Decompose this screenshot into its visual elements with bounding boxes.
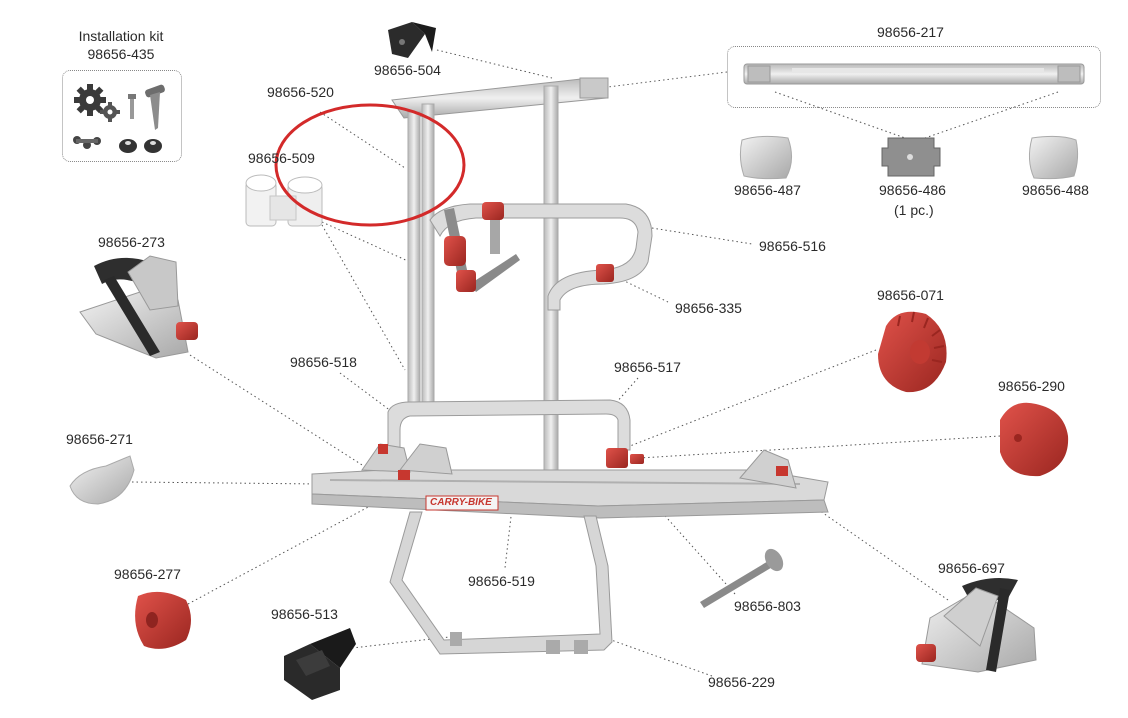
label-98656-486-note: (1 pc.) <box>894 202 934 218</box>
part-486-plate <box>881 137 941 177</box>
part-290-knob <box>1000 402 1069 477</box>
installation-kit-box <box>62 70 182 162</box>
leader-519 <box>504 507 513 569</box>
leader-335 <box>609 273 669 303</box>
installation-kit-code: 98656-435 <box>87 46 155 62</box>
label-98656-516: 98656-516 <box>759 238 826 254</box>
platform-wheel-holder-right <box>739 449 797 489</box>
label-98656-271: 98656-271 <box>66 431 133 447</box>
label-98656-335: 98656-335 <box>675 300 742 316</box>
label-98656-277: 98656-277 <box>114 566 181 582</box>
leader-517 <box>607 377 639 413</box>
label-98656-518: 98656-518 <box>290 354 357 370</box>
part-488-end-cap <box>1028 135 1079 180</box>
part-071-knob <box>878 311 947 393</box>
brand-decal <box>425 495 499 511</box>
carrier-red-arm <box>444 202 520 292</box>
leader-486b <box>924 91 1059 139</box>
leader-803 <box>623 469 736 595</box>
label-98656-229: 98656-229 <box>708 674 775 690</box>
highlight-circle <box>274 103 466 227</box>
leader-520 <box>319 111 406 169</box>
frame-clamp-517 <box>606 448 644 468</box>
label-98656-273: 98656-273 <box>98 234 165 250</box>
leader-516 <box>651 227 753 245</box>
leader-229 <box>599 635 713 677</box>
leader-290 <box>639 435 1001 459</box>
part-277-knob <box>135 591 191 649</box>
leader-504 <box>436 49 553 79</box>
part-271-cap <box>69 455 135 505</box>
leader-lines <box>131 49 1059 677</box>
label-98656-290: 98656-290 <box>998 378 1065 394</box>
brand-text: CARRY-BIKE <box>430 497 492 508</box>
gear-icon <box>100 102 120 122</box>
label-98656-803: 98656-803 <box>734 598 801 614</box>
installation-kit-title: Installation kit <box>78 28 164 44</box>
label-98656-519: 98656-519 <box>468 573 535 589</box>
part-504-bracket <box>388 22 436 58</box>
label-98656-217: 98656-217 <box>877 24 944 40</box>
gear-icon <box>74 84 106 116</box>
platform-wheel-holder-left <box>361 443 453 480</box>
rail-box <box>727 46 1101 108</box>
kit-icons <box>73 84 165 153</box>
chain-icon <box>73 136 101 149</box>
label-98656-697: 98656-697 <box>938 560 1005 576</box>
label-98656-517: 98656-517 <box>614 359 681 375</box>
label-98656-509: 98656-509 <box>248 150 315 166</box>
screw-icon <box>145 84 165 130</box>
screw-icon <box>128 94 136 119</box>
leader-697 <box>789 489 949 601</box>
leader-277 <box>187 497 386 605</box>
part-509-clamp <box>245 174 323 227</box>
part-697-wheel-holder <box>916 578 1037 673</box>
label-98656-486: 98656-486 <box>879 182 946 198</box>
frame-clamp-335 <box>596 264 614 282</box>
leader-273 <box>189 354 371 471</box>
part-803-bolt <box>700 548 784 608</box>
label-98656-488: 98656-488 <box>1022 182 1089 198</box>
part-487-end-cap <box>739 135 792 180</box>
washer-icon <box>119 139 162 153</box>
label-98656-520: 98656-520 <box>267 84 334 100</box>
label-98656-513: 98656-513 <box>271 606 338 622</box>
label-98656-071: 98656-071 <box>877 287 944 303</box>
leader-486a <box>774 91 906 139</box>
label-98656-487: 98656-487 <box>734 182 801 198</box>
leader-509 <box>321 221 411 371</box>
label-98656-504: 98656-504 <box>374 62 441 78</box>
leader-271 <box>131 481 321 485</box>
part-513-holder <box>284 628 356 700</box>
leader-518 <box>339 372 396 415</box>
leader-217 <box>599 71 728 89</box>
part-217-rail <box>743 63 1085 85</box>
part-273-wheel-holder <box>79 255 198 359</box>
